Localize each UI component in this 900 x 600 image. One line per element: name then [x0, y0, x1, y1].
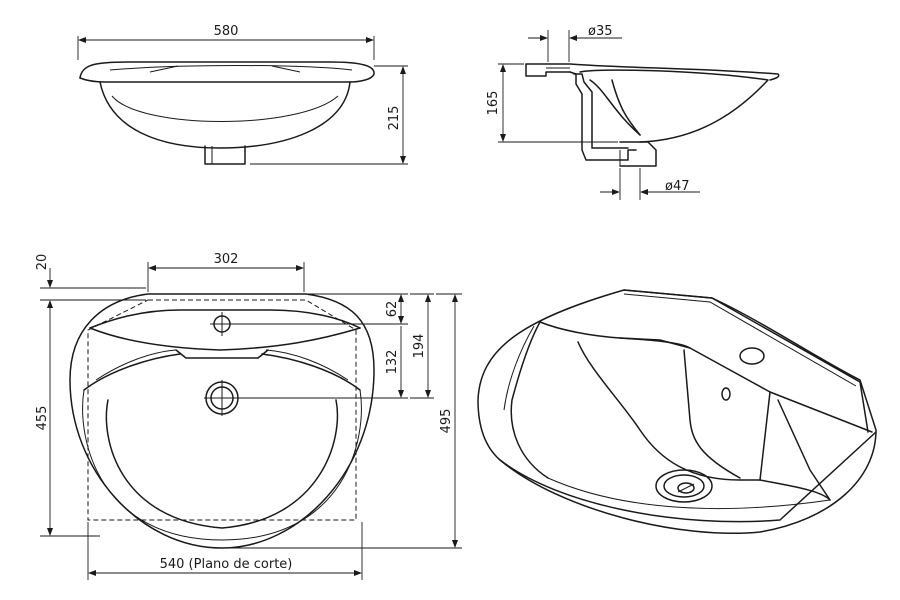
dim-label-side-height: 165: [486, 91, 501, 116]
dim-label-drain-total: 194: [412, 334, 427, 359]
dimension-tap-hole-diameter: ø35: [528, 24, 622, 62]
side-section-view: [525, 63, 780, 167]
dimension-tap-hole-offset: 62: [234, 293, 408, 325]
isometric-drain: [655, 469, 713, 503]
dim-label-tap-hole-diameter: ø35: [588, 24, 613, 39]
dimension-top-height: 215: [250, 65, 408, 165]
dimension-cut-plane-width: 540 (Plano de corte): [87, 522, 363, 580]
dim-label-top-height: 215: [387, 106, 402, 131]
front-elevation-view: [79, 61, 375, 165]
dim-label-top-width: 580: [214, 24, 239, 39]
dimension-plan-depth: 455: [35, 300, 100, 537]
dim-label-tap-hole-offset: 62: [385, 301, 400, 318]
dim-label-cut-plane-width: 540 (Plano de corte): [160, 557, 293, 572]
dim-label-rim-offset: 20: [35, 254, 50, 271]
plan-drain: [204, 380, 240, 416]
isometric-view: [477, 289, 877, 535]
dimension-top-width: 580: [77, 24, 375, 60]
plan-tap-hole: [210, 312, 234, 336]
dimension-overall-depth: 495: [230, 293, 462, 549]
dimension-side-height: 165: [486, 63, 618, 143]
isometric-tap-hole: [721, 347, 765, 401]
dim-label-plan-width: 302: [214, 252, 239, 267]
dim-label-drain-diameter: ø47: [665, 179, 690, 194]
dim-label-overall-depth: 495: [439, 409, 454, 434]
dimension-drain-diameter: ø47: [600, 168, 700, 200]
dim-label-plan-depth: 455: [35, 406, 50, 431]
dimension-drain-offset: 132: [240, 326, 408, 399]
dimension-rim-offset: 20: [35, 254, 146, 301]
dim-label-drain-offset: 132: [385, 350, 400, 375]
dimension-plan-width: 302: [147, 252, 305, 292]
dimension-drain-total: 194: [410, 293, 434, 399]
plan-view: [69, 293, 375, 549]
